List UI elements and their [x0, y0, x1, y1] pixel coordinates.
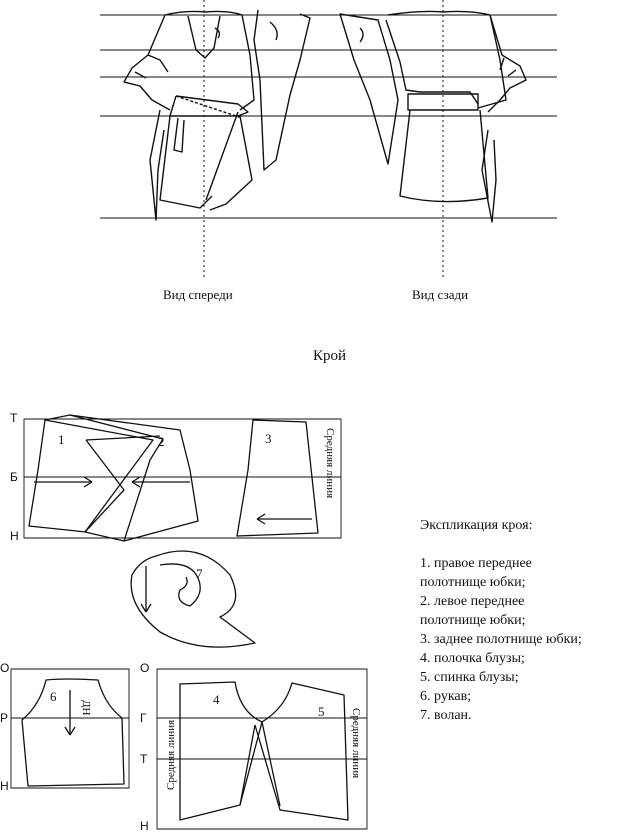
cut-legend: Экспликация кроя: 1. правое переднее пол… — [420, 516, 620, 725]
pattern-sleeve — [10, 668, 130, 789]
centerline-label-c-left: Средняя линия — [165, 719, 177, 790]
row-label-o-c: О — [140, 661, 150, 675]
section-title: Крой — [313, 348, 347, 364]
row-label-r: Р — [0, 711, 9, 725]
piece-number-3: 3 — [265, 431, 272, 446]
back-view-sketch — [339, 10, 527, 223]
row-label-t-c: Т — [140, 752, 148, 766]
legend-title: Экспликация кроя: — [420, 518, 533, 533]
back-view-label: Вид сзади — [412, 287, 469, 302]
row-label-b: Б — [10, 470, 18, 484]
row-label-n-b: Н — [0, 779, 9, 793]
piece-2 — [69, 414, 164, 542]
row-label-t: Т — [10, 411, 18, 425]
piece-3 — [236, 419, 319, 537]
pattern-skirt — [23, 414, 342, 542]
piece-number-2: 2 — [158, 434, 165, 449]
legend-line: 7. волан. — [420, 708, 472, 723]
legend-line: 3. заднее полотнище юбки; — [420, 632, 582, 647]
centerline-label-a: Средняя линия — [324, 428, 336, 499]
pattern-ruffle — [130, 550, 256, 648]
legend-line: 6. рукав; — [420, 689, 472, 704]
piece-number-5: 5 — [318, 704, 325, 719]
legend-line: 5. спинка блузы; — [420, 670, 519, 685]
front-view-label: Вид спереди — [163, 287, 233, 302]
legend-line: 2. левое переднее — [420, 594, 525, 609]
grain-label: ДН — [80, 700, 92, 716]
row-label-o: О — [0, 661, 10, 675]
piece-number-4: 4 — [213, 692, 220, 707]
legend-line: 4. полочка блузы; — [420, 651, 525, 666]
row-label-g: Г — [140, 711, 147, 725]
row-label-n-c: Н — [140, 819, 149, 833]
piece-number-1: 1 — [58, 432, 65, 447]
piece-1 — [44, 414, 199, 542]
row-label-n: Н — [10, 529, 19, 543]
legend-line: 1. правое переднее — [420, 556, 532, 571]
piece-number-7: 7 — [196, 566, 203, 581]
legend-line: полотнище юбки; — [420, 575, 526, 590]
piece-number-6: 6 — [50, 689, 57, 704]
pattern-blouse — [156, 668, 368, 830]
proportion-lines — [100, 14, 557, 219]
front-view-sketch — [123, 9, 311, 221]
centerline-label-c-right: Средняя линия — [350, 708, 362, 779]
legend-line: полотнище юбки; — [420, 613, 526, 628]
